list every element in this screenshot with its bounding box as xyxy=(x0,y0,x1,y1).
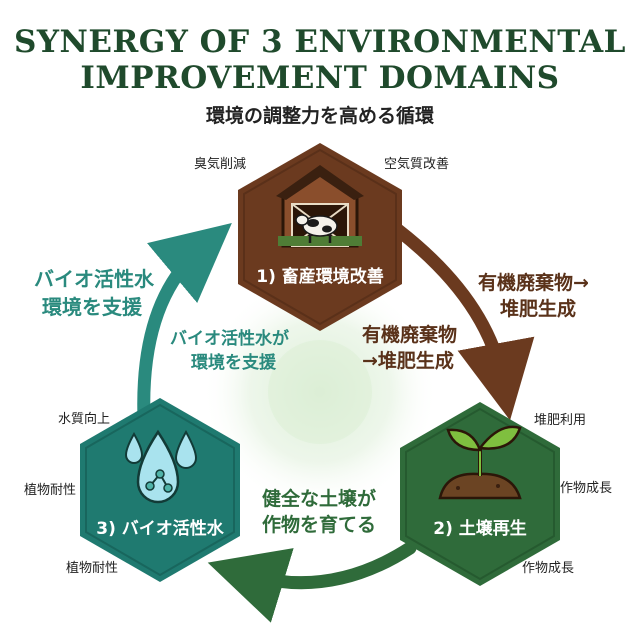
soil-to-water-inner-label-line1: 健全な土壌が xyxy=(262,488,377,510)
livestock-node-label: 1) 畜産環境改善 xyxy=(256,267,384,287)
page-title-line1: SYNERGY OF 3 ENVIRONMENTAL xyxy=(14,24,626,60)
soil-side-label-3: 作物成長 xyxy=(522,561,575,576)
water-side-label-3: 植物耐性 xyxy=(66,561,119,576)
arrow-water-to-livestock xyxy=(137,222,232,425)
page-subtitle: 環境の調整力を高める循環 xyxy=(205,105,434,127)
page-title-line2: IMPROVEMENT DOMAINS xyxy=(80,60,560,96)
livestock-side-label-2: 空気質改善 xyxy=(384,157,450,172)
soil-side-label-1: 堆肥利用 xyxy=(534,413,587,428)
arrow-soil-to-water xyxy=(207,541,417,623)
water-side-label-2: 植物耐性 xyxy=(24,483,77,498)
water-to-livestock-outer-label-line1: バイオ活性水 xyxy=(34,267,154,291)
soil-node-label: 2) 土壌再生 xyxy=(433,519,527,539)
water-to-livestock-inner-label-line1: バイオ活性水が xyxy=(170,329,289,349)
water-to-livestock-inner-label-line2: 環境を支援 xyxy=(191,353,276,373)
livestock-to-soil-inner-label-line1: 有機廃棄物 xyxy=(362,324,458,346)
barn-with-cow-icon xyxy=(276,165,364,248)
water-to-livestock-outer-label-line2: 環境を支援 xyxy=(42,295,142,319)
soil-side-label-2: 作物成長 xyxy=(560,481,613,496)
water-drops-icon xyxy=(124,429,198,504)
water-node-label: 3) バイオ活性水 xyxy=(96,519,224,539)
soil-to-water-inner-label-line2: 作物を育てる xyxy=(262,514,377,536)
arrow-livestock-to-soil xyxy=(391,223,535,421)
livestock-to-soil-inner-label-line2: →堆肥生成 xyxy=(362,350,454,372)
livestock-side-label-1: 臭気削減 xyxy=(194,157,247,172)
sprout-in-soil-icon xyxy=(438,425,522,500)
center-glow-core xyxy=(268,340,372,444)
livestock-to-soil-outer-label-line2: 堆肥生成 xyxy=(500,298,577,320)
water-side-label-1: 水質向上 xyxy=(58,412,111,427)
livestock-to-soil-outer-label-line1: 有機廃棄物→ xyxy=(478,272,589,294)
